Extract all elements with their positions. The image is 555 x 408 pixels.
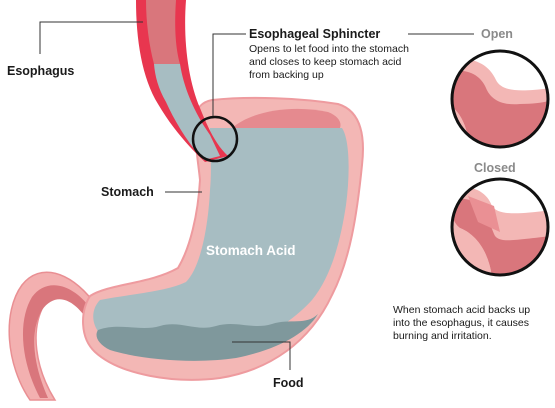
food-label: Food bbox=[273, 376, 304, 390]
sphincter-open-inset bbox=[452, 51, 548, 147]
stomach-acid bbox=[93, 128, 349, 357]
esophagus-label: Esophagus bbox=[7, 64, 75, 78]
sphincter-closed-circle bbox=[450, 177, 550, 277]
esophagus-reflux bbox=[154, 64, 220, 160]
sphincter-open-circle bbox=[450, 49, 550, 149]
stomach-acid-label: Stomach Acid bbox=[206, 243, 296, 258]
food-layer bbox=[96, 314, 318, 361]
sphincter-leader bbox=[212, 33, 246, 116]
sphincter-title: Esophageal Sphincter bbox=[249, 27, 381, 41]
fundus-tissue bbox=[232, 108, 341, 128]
reflux-note: When stomach acid backs up into the esop… bbox=[393, 304, 531, 342]
closed-label: Closed bbox=[474, 161, 516, 175]
sphincter-description: Opens to let food into the stomach and c… bbox=[249, 43, 409, 81]
food-leader bbox=[232, 341, 291, 370]
stomach-label: Stomach bbox=[101, 185, 154, 199]
open-label: Open bbox=[481, 27, 513, 41]
sphincter-closed-inset bbox=[452, 179, 548, 275]
esophagus-tissue bbox=[146, 0, 180, 64]
esophagus-leader bbox=[39, 21, 143, 54]
duodenum-inner bbox=[22, 285, 88, 398]
sphincter-highlight bbox=[191, 115, 239, 163]
